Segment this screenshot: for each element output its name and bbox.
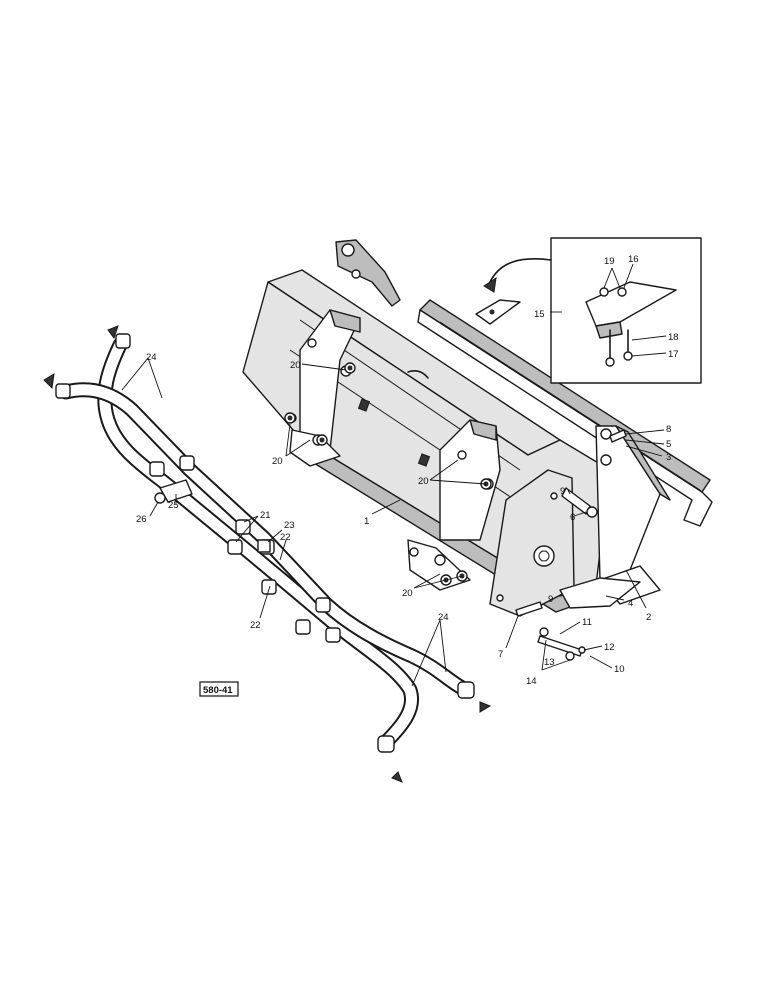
cutting-edge [417,299,713,527]
leader-lines [121,263,667,687]
callout-22-lower: 22 [250,620,261,631]
bolts [284,362,627,661]
callout-20-a: 20 [290,360,301,371]
callout-15: 15 [534,309,545,320]
callout-1: 1 [364,516,369,527]
callout-26: 26 [136,514,147,525]
callout-20-c: 20 [418,476,429,487]
callout-12: 12 [604,642,615,653]
upper-link-arm [335,239,401,307]
callout-21: 21 [260,510,271,521]
left-mounting-bracket [287,309,361,467]
callout-labels: 1 2 3 4 5 6 7 8 9 9 10 11 12 13 14 15 16… [136,254,679,687]
callout-3: 3 [666,452,671,463]
callout-14: 14 [526,676,537,687]
hydraulic-hoses [43,325,492,783]
callout-11: 11 [582,617,592,628]
callout-9-lower: 9 [548,594,553,605]
callout-6: 6 [570,512,575,523]
callout-24-lower: 24 [438,612,449,623]
callout-2: 2 [646,612,651,623]
bolt-on-edge [559,577,641,609]
callout-23: 23 [284,520,295,531]
detail-inset [475,237,702,384]
callout-9-upper: 9 [560,486,565,497]
figure-reference-text: 580-41 [203,685,233,696]
callout-18: 18 [668,332,679,343]
figure-reference-code: 580-41 [199,681,239,697]
callout-10: 10 [614,664,625,675]
callout-4: 4 [628,598,633,609]
callout-13: 13 [544,657,555,668]
callout-20-d: 20 [402,588,413,599]
callout-17: 17 [668,349,679,360]
side-plate [489,469,575,617]
callout-16: 16 [628,254,639,265]
callout-19: 19 [604,256,615,267]
callout-20-b: 20 [272,456,283,467]
callout-24-upper: 24 [146,352,157,363]
callout-25: 25 [168,500,179,511]
callout-7: 7 [498,649,503,660]
callout-22-upper: 22 [280,532,291,543]
callout-8: 8 [666,424,671,435]
callout-5: 5 [666,439,671,450]
